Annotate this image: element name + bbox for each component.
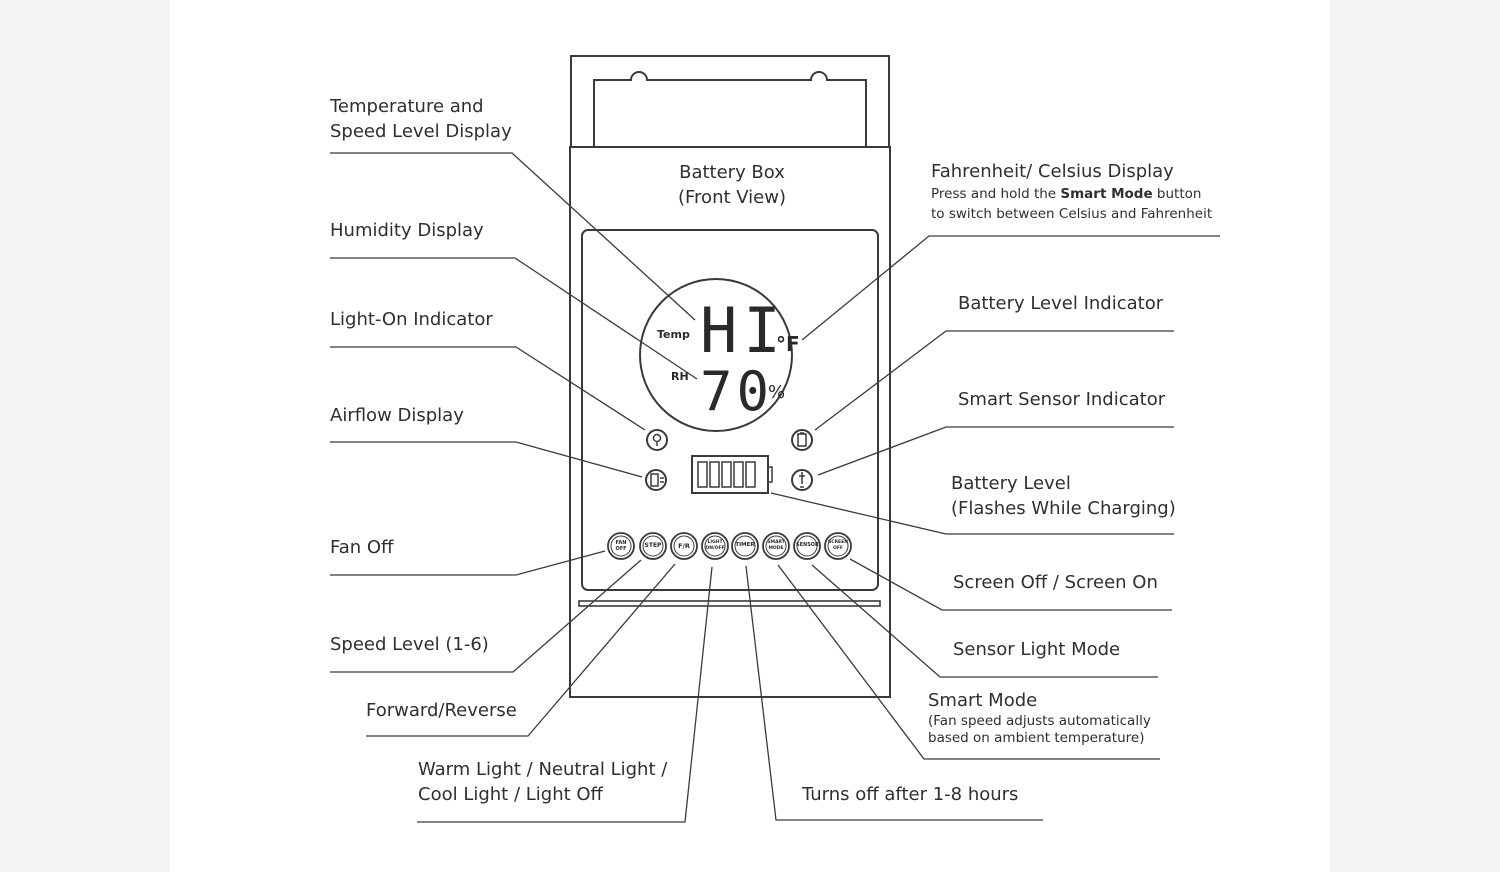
callout-temp-speed-line2: Speed Level Display [330,121,512,142]
lcd-humidity-unit: % [768,382,786,403]
leader-sensor-light [811,564,1158,678]
callout-humidity: Humidity Display [330,220,484,241]
leader-smart-sensor [817,426,1174,476]
leader-temp-speed [330,152,696,321]
button-fr [670,532,698,560]
button-timer [731,532,759,560]
battery-indicator-icon [791,429,813,451]
callout-fan-off: Fan Off [330,537,394,558]
callout-sensor-light: Sensor Light Mode [953,639,1121,660]
light-on-icon [646,429,668,451]
left-margin-panel [0,0,170,872]
control-panel [581,229,879,591]
callout-airflow: Airflow Display [330,405,464,426]
button-fan-off [607,532,635,560]
button-fan-off-label: FAN OFF [615,540,627,552]
lcd-temp-tag: Temp [657,328,690,341]
lcd-humidity-value: 70 [700,360,774,423]
callout-warm-light-line2: Cool Light / Light Off [418,784,603,805]
callout-forward-reverse: Forward/Reverse [366,700,517,721]
button-step-label: STEP [644,542,662,549]
fahrenheit-note-text-a: Press and hold the [931,186,1061,202]
callout-warm-light-line1: Warm Light / Neutral Light / [418,759,668,780]
callout-battery-indicator: Battery Level Indicator [958,293,1164,314]
lcd-circle [639,278,793,432]
right-margin-panel [1330,0,1500,872]
callout-screen-off: Screen Off / Screen On [953,572,1158,593]
leader-light-mode [417,566,713,823]
button-screen-off [824,532,852,560]
airflow-icon [645,469,667,491]
leader-lines [330,152,1220,823]
callout-battery-level-line2: (Flashes While Charging) [951,498,1176,519]
button-light-label: LIGHT ON/OFF [705,540,725,551]
leader-smart-mode [777,564,1160,760]
callout-smart-sensor: Smart Sensor Indicator [958,389,1166,410]
button-row [607,532,852,560]
bottom-slot [578,600,881,607]
button-smart-mode [762,532,790,560]
lcd-temp-unit: °F [776,332,800,356]
callout-smart-mode: Smart Mode [928,690,1038,711]
callout-speed-level: Speed Level (1-6) [330,634,489,655]
callout-smart-mode-note-line1: (Fan speed adjusts automatically [928,713,1151,729]
battery-gauge [691,455,773,494]
callout-smart-mode-note-line2: based on ambient temperature) [928,730,1145,746]
leader-timer [745,565,1043,821]
button-smart-mode-label: SMART MODE [767,540,785,551]
leader-battery-level [770,492,1174,535]
leader-light-on [330,346,646,431]
smart-sensor-icon [791,469,813,491]
fahrenheit-note-bold: Smart Mode [1060,186,1153,202]
button-sensor-label: SENSOR [796,542,819,548]
callout-fahrenheit-title: Fahrenheit/ Celsius Display [931,161,1174,182]
button-sensor [793,532,821,560]
callout-temp-speed-line1: Temperature and [330,96,484,117]
leader-battery-indicator [814,330,1174,431]
device-top-frame [570,55,890,147]
button-timer-label: TIMER [735,542,755,548]
button-light [701,532,729,560]
button-fr-label: F/R [678,542,690,550]
fahrenheit-note-text-b: button [1152,186,1202,202]
leader-humidity [330,257,698,380]
leader-speed-level [330,559,642,673]
leader-fahrenheit [801,235,1220,341]
button-step [639,532,667,560]
leader-airflow [330,441,643,478]
battery-box-body [569,146,891,698]
battery-box-title: Battery Box [679,162,785,183]
callout-fahrenheit-note-line2: to switch between Celsius and Fahrenheit [931,206,1213,222]
leader-forward-reverse [366,563,676,737]
battery-box-subtitle: (Front View) [677,187,786,208]
button-screen-off-label: SCREEN OFF [828,540,848,551]
lcd-temp-value: HI [700,294,787,367]
leader-fan-off [330,550,606,576]
callout-timer: Turns off after 1-8 hours [802,784,1019,805]
lcd-rh-tag: RH [671,370,689,383]
callout-battery-level-line1: Battery Level [951,473,1071,494]
leader-screen-off [849,558,1172,611]
device-handle [593,71,867,147]
callout-fahrenheit-note-line1: Press and hold the Smart Mode button [931,184,1201,204]
callout-light-on: Light-On Indicator [330,309,493,330]
